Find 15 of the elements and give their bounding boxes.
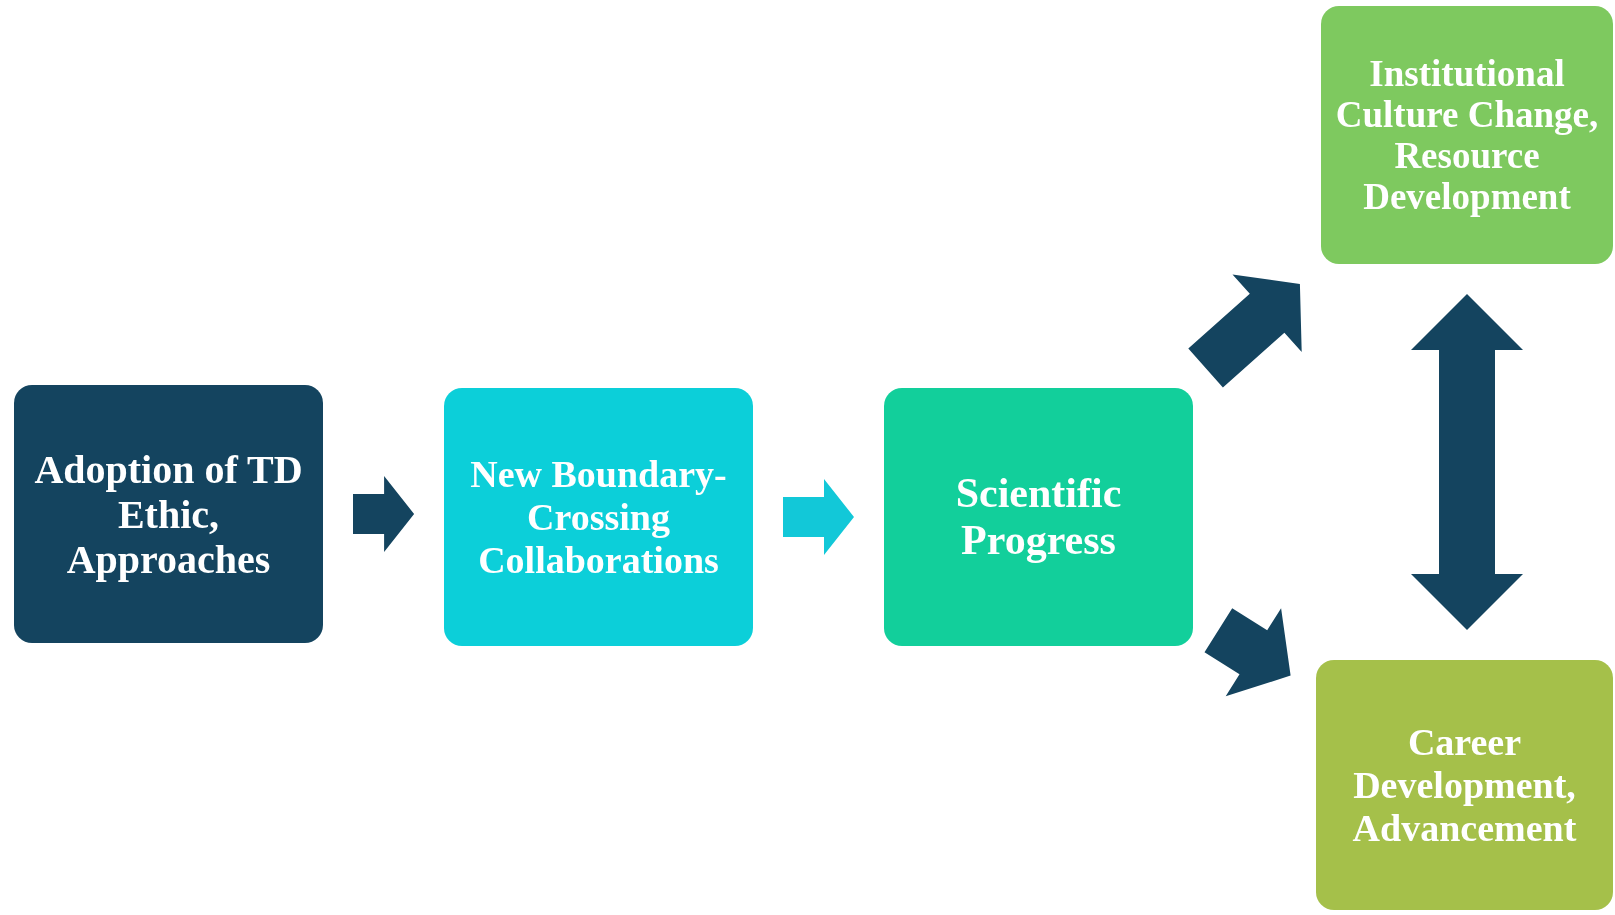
process-box: [14, 385, 323, 643]
process-box: [444, 388, 753, 646]
process-box: [884, 388, 1193, 646]
block-arrow: [783, 479, 854, 555]
process-box: [1321, 6, 1613, 264]
box-label: New Boundary-Crossing Collaborations: [469, 452, 728, 582]
box-label: Career Development, Advancement: [1351, 720, 1578, 850]
box-label: Institutional Culture Change, Resource Development: [1334, 53, 1600, 217]
box-label: Adoption of TD Ethic, Approaches: [33, 446, 304, 582]
block-arrow: [1204, 608, 1291, 697]
process-box: [1316, 660, 1613, 910]
box-label: Scientific Progress: [954, 470, 1123, 564]
double-block-arrow: [1411, 294, 1523, 630]
block-arrow: [353, 476, 415, 552]
block-arrow: [1188, 274, 1302, 388]
